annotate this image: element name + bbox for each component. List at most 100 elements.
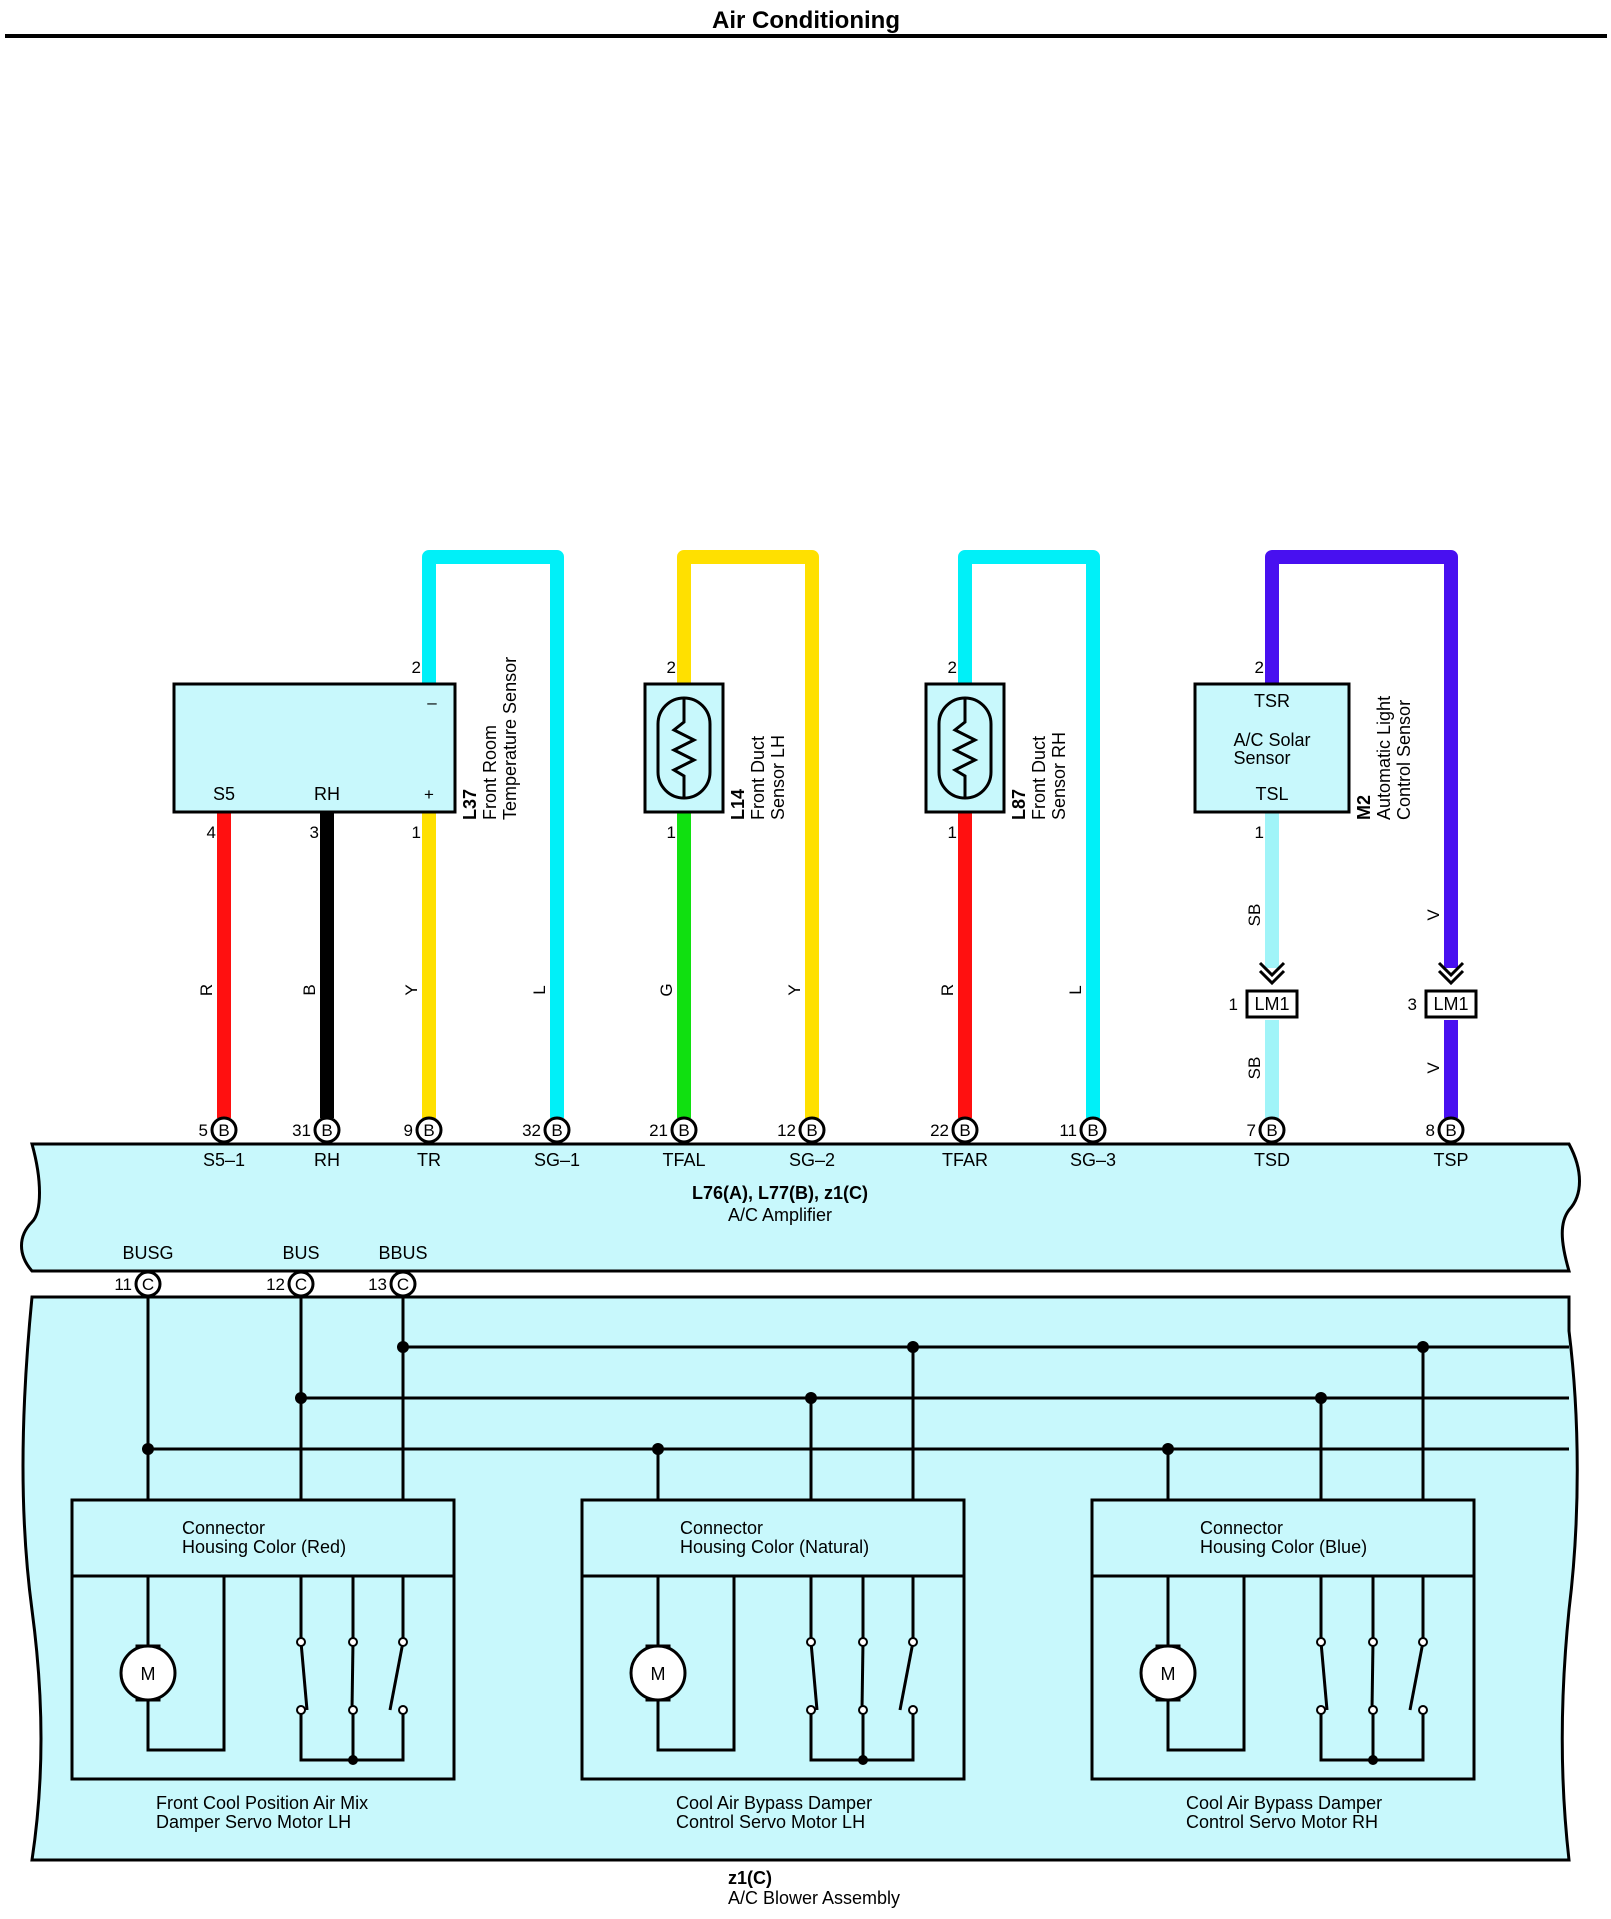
l37-name-1: Front Room	[480, 725, 500, 820]
contact-icon	[1418, 1637, 1428, 1647]
servo-housing-2: Housing Color (Red)	[182, 1537, 346, 1557]
chevron-icon	[1258, 969, 1286, 986]
l37-pin-s5: S5	[213, 784, 235, 804]
contact-icon	[908, 1705, 918, 1715]
m2-body	[1193, 682, 1351, 814]
junction-dot	[295, 1392, 307, 1404]
terminal-conn: C	[397, 1275, 409, 1294]
terminal-conn: B	[1266, 1121, 1277, 1140]
switch-contacts	[1316, 1637, 1428, 1715]
junction-dot	[1315, 1392, 1327, 1404]
switch-blade	[299, 1641, 309, 1711]
switch-contacts	[806, 1637, 918, 1715]
contact-icon	[1368, 1637, 1378, 1647]
wire-code-w3: Y	[402, 984, 421, 995]
wire-y-sg2	[677, 550, 819, 1118]
wire-code-w10a: V	[1424, 909, 1443, 921]
terminal-pin: 32	[522, 1121, 541, 1140]
terminal-conn: B	[1087, 1121, 1098, 1140]
switch-blade	[809, 1641, 819, 1711]
terminal-circle	[287, 1270, 315, 1298]
sensor-pin: 2	[948, 658, 957, 677]
amplifier-code: L76(A), L77(B), z1(C)	[692, 1183, 868, 1203]
contact-icon	[398, 1705, 408, 1715]
terminal-conn: B	[218, 1121, 229, 1140]
terminal-pin: 21	[649, 1121, 668, 1140]
l87-code: L87	[1009, 789, 1029, 820]
blower-name: A/C Blower Assembly	[728, 1888, 900, 1908]
switch-blade	[898, 1641, 915, 1711]
terminal-pin: 11	[114, 1275, 132, 1294]
contact-icon	[398, 1637, 408, 1647]
contact-icon	[806, 1637, 816, 1647]
terminal-pin: 12	[266, 1275, 285, 1294]
servo-internal	[629, 1576, 915, 1762]
sensor-pin-numbers: 4 3 1 2 2 1 2 1 2 1	[207, 658, 1264, 842]
motor-lead-loop	[656, 1576, 736, 1752]
chevron-icon	[1258, 961, 1286, 978]
sensor-pin: 4	[207, 823, 216, 842]
chevron-icon	[1437, 969, 1465, 986]
lm1-left-box	[1245, 989, 1299, 1019]
wires	[217, 550, 1458, 1118]
amplifier-panel	[20, 1142, 1581, 1273]
terminal-name: TFAL	[662, 1150, 705, 1170]
lm1-left-label: LM1	[1254, 994, 1289, 1014]
servo-motor-1: Connector Housing Color (Red) M	[70, 1498, 456, 1832]
wire-l-sg3	[958, 550, 1100, 1118]
l37-label: L37 Front Room Temperature Sensor	[460, 657, 520, 820]
terminal-conn: B	[806, 1121, 817, 1140]
sensor-pin: 1	[1255, 823, 1264, 842]
terminal-circle	[134, 1270, 162, 1298]
contact-icon	[908, 1637, 918, 1647]
sensor-pin: 1	[667, 823, 676, 842]
m2-inner-name-2: Sensor	[1233, 748, 1290, 768]
lm1-right-pin: 3	[1408, 995, 1417, 1014]
junction-dot	[1417, 1341, 1429, 1353]
terminal-name: TR	[417, 1150, 441, 1170]
bus-lines	[146, 1297, 1569, 1500]
terminal-conn: B	[423, 1121, 434, 1140]
connector-lm1-left: LM1 1	[1229, 961, 1299, 1019]
title-rule	[5, 34, 1607, 38]
servo-body	[70, 1498, 456, 1781]
terminal-conn: B	[551, 1121, 562, 1140]
terminal-name: RH	[314, 1150, 340, 1170]
wire-code-w8: L	[1066, 985, 1085, 994]
sensor-pin: 1	[412, 823, 421, 842]
terminal-circle	[1079, 1116, 1107, 1144]
servo-housing-1: Connector	[182, 1518, 265, 1538]
l37-pin-plus: +	[424, 785, 434, 804]
switch-blade	[1319, 1641, 1329, 1711]
junction-dot	[907, 1341, 919, 1353]
terminal-circle	[798, 1116, 826, 1144]
l14-resistor-icon	[670, 698, 698, 798]
terminal-name: S5–1	[203, 1150, 245, 1170]
component-l37: – S5 RH + L37 Front Room Temperature Sen…	[172, 657, 520, 820]
servo-name-2: Damper Servo Motor LH	[156, 1812, 351, 1832]
servo-body	[1090, 1498, 1476, 1781]
junction-dot	[858, 1755, 868, 1765]
terminal-pin: 11	[1059, 1121, 1077, 1140]
terminal-circle	[313, 1116, 341, 1144]
l87-resistor-icon	[951, 698, 979, 798]
wire-code-w9a: SB	[1245, 904, 1264, 927]
contact-icon	[1316, 1705, 1326, 1715]
servo-name-2: Control Servo Motor RH	[1186, 1812, 1378, 1832]
terminal-pin: 22	[930, 1121, 949, 1140]
wire-code-w1: R	[197, 984, 216, 996]
m2-pin-tsr: TSR	[1254, 691, 1290, 711]
motor-symbol: M	[651, 1664, 666, 1684]
terminal-name: TFAR	[942, 1150, 988, 1170]
terminal-pin: 13	[368, 1275, 387, 1294]
terminal-conn: B	[959, 1121, 970, 1140]
terminal-circle	[670, 1116, 698, 1144]
terminal-name: SG–1	[534, 1150, 580, 1170]
l14-code: L14	[728, 789, 748, 820]
motor-icon	[119, 1644, 177, 1702]
servo-motor-2: Connector Housing Color (Natural) M	[580, 1498, 966, 1832]
l14-label: L14 Front Duct Sensor LH	[728, 735, 788, 820]
junction-dot	[397, 1341, 409, 1353]
